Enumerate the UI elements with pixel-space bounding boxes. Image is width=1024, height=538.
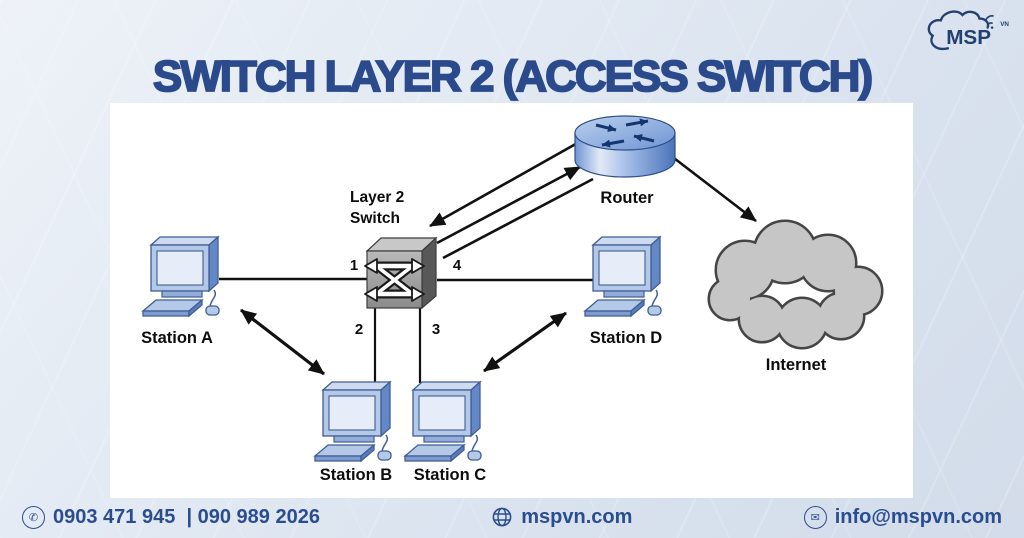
arrow-stationA-stationB	[240, 308, 325, 376]
page-title: SWITCH LAYER 2 (ACCESS SWITCH)	[152, 51, 874, 102]
logo-cloud-icon	[927, 10, 990, 51]
switch-label-line1: Layer 2	[350, 189, 404, 206]
logo-wifi-dot	[990, 26, 994, 29]
footer-email-text: info@mspvn.com	[834, 505, 1002, 528]
logo-text: MSP	[946, 26, 991, 49]
port-4-label: 4	[453, 257, 462, 274]
arrow-switch-to-router	[436, 165, 581, 245]
switch-label-line2: Switch	[350, 210, 400, 227]
footer-phone: ✆ 0903 471 945 | 090 989 2026	[22, 505, 320, 529]
router-label: Router	[600, 189, 654, 207]
station-a-icon	[142, 236, 220, 317]
layer2-switch-icon	[364, 236, 438, 310]
footer-website: mspvn.com	[491, 506, 632, 529]
router-arrows	[595, 118, 655, 148]
internet-cloud-icon	[707, 219, 884, 350]
logo-sup: VN	[1000, 21, 1009, 28]
port-3-label: 3	[432, 321, 440, 338]
port-2-label: 2	[355, 321, 363, 338]
arrow-router-to-internet	[669, 153, 757, 223]
arrow-stationD-stationC	[483, 311, 567, 373]
station-d-icon	[584, 236, 662, 317]
globe-icon	[492, 507, 512, 527]
phone-icon: ✆	[22, 505, 45, 529]
footer: ✆ 0903 471 945 | 090 989 2026 mspvn.com …	[0, 500, 1024, 534]
switch-crossed-arrows	[364, 258, 425, 302]
router-icon	[574, 115, 676, 178]
footer-website-text: mspvn.com	[521, 505, 633, 528]
station-b-label: Station B	[320, 466, 392, 484]
diagram-panel	[110, 103, 913, 498]
port-1-label: 1	[350, 257, 358, 274]
internet-label: Internet	[766, 356, 827, 374]
connection-lines	[219, 277, 593, 383]
footer-phone-text: 0903 471 945 | 090 989 2026	[53, 505, 320, 528]
mail-icon: ✉	[803, 505, 827, 529]
msp-logo: MSP VN	[927, 10, 1009, 51]
station-d-label: Station D	[590, 329, 662, 347]
station-b-icon	[314, 381, 392, 462]
logo-wifi-icon	[984, 15, 994, 27]
link-switch-router-2	[442, 177, 594, 260]
footer-email: ✉ info@mspvn.com	[803, 505, 1002, 529]
network-diagram: Layer 2 Switch 1 4 2 3 Station A Station…	[141, 115, 884, 484]
station-c-icon	[404, 381, 482, 462]
station-c-label: Station C	[414, 466, 486, 484]
station-a-label: Station A	[141, 329, 213, 347]
